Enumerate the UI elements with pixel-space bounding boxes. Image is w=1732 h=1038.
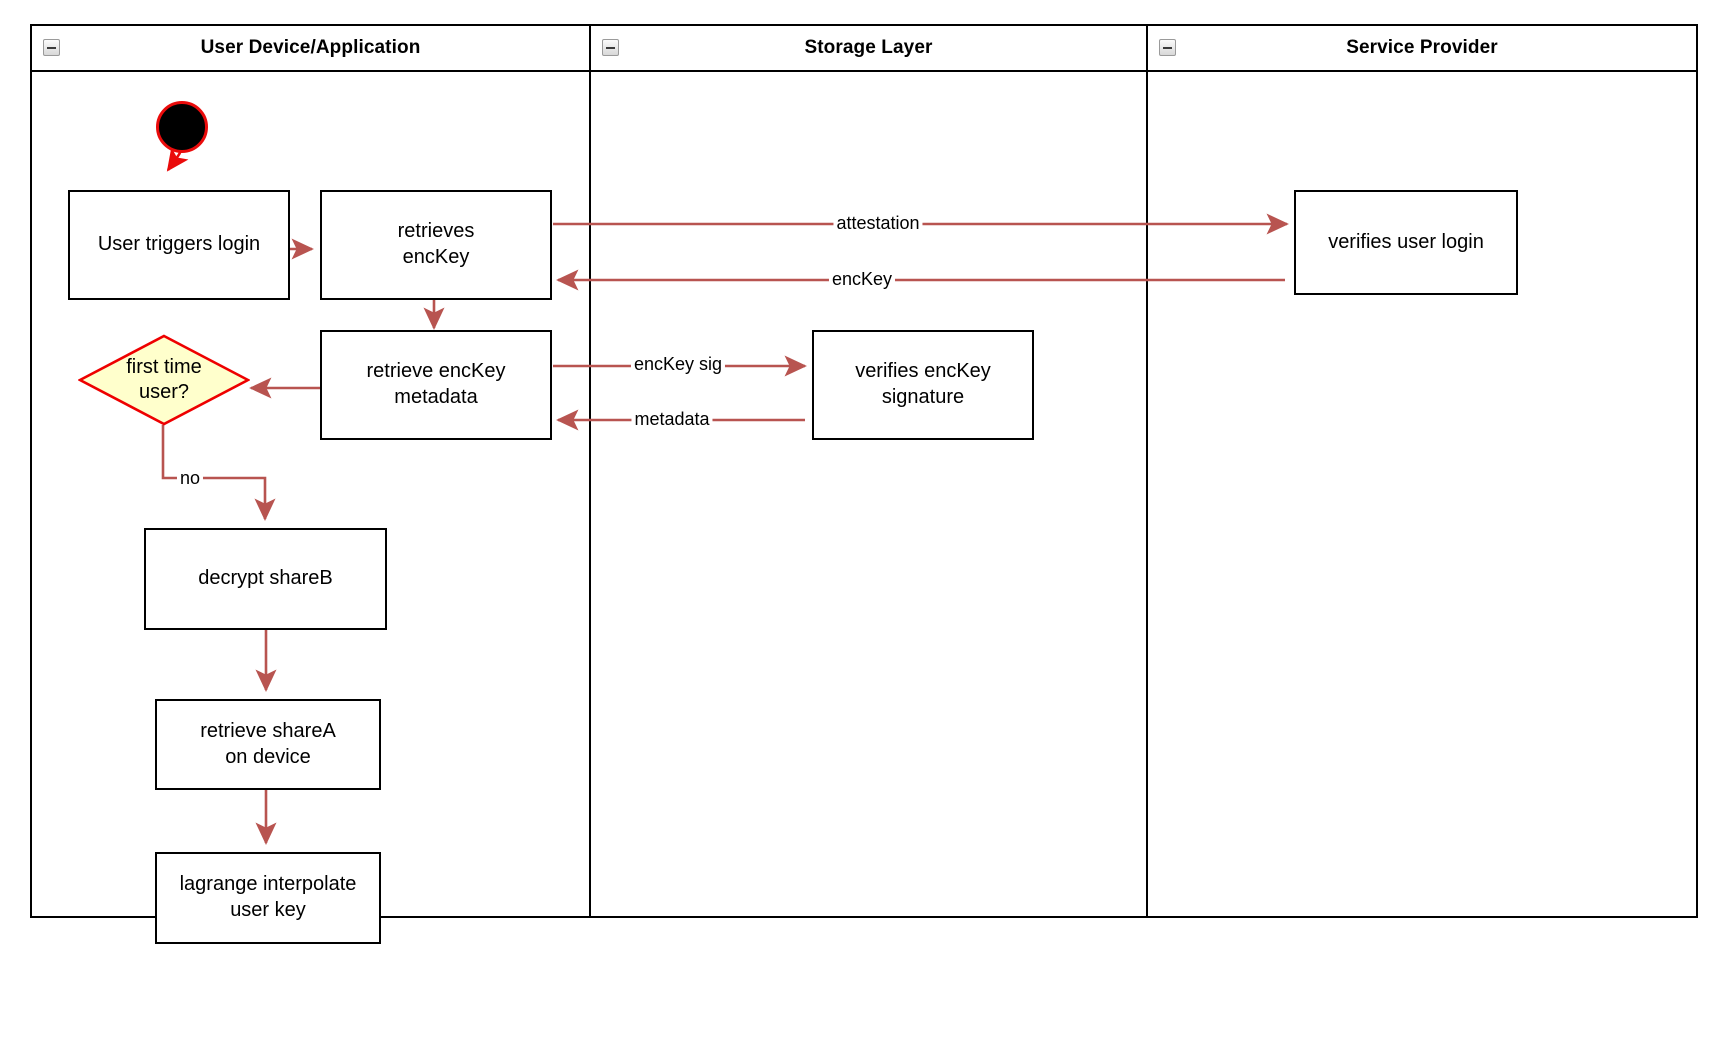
- edge-label-enckey-sig: encKey sig: [630, 355, 726, 373]
- swimlane-title-service-provider: Service Provider: [1346, 37, 1498, 58]
- node-verifies-enckey-signature[interactable]: verifies encKey signature: [812, 330, 1034, 440]
- edge-label-no: no: [176, 469, 204, 487]
- node-decrypt-shareb[interactable]: decrypt shareB: [144, 528, 387, 630]
- swimlane-header-user-device[interactable]: User Device/Application: [32, 26, 589, 72]
- minus-square-icon[interactable]: [43, 39, 60, 56]
- minus-square-icon[interactable]: [602, 39, 619, 56]
- node-user-triggers-login[interactable]: User triggers login: [68, 190, 290, 300]
- swimlane-service-provider[interactable]: Service Provider: [1146, 26, 1696, 916]
- node-verifies-user-login[interactable]: verifies user login: [1294, 190, 1518, 295]
- node-first-time-user[interactable]: first time user?: [78, 334, 250, 426]
- edge-label-metadata: metadata: [631, 410, 713, 428]
- edge-label-enckey: encKey: [828, 270, 896, 288]
- edge-label-attestation: attestation: [833, 214, 923, 232]
- swimlane-header-storage[interactable]: Storage Layer: [591, 26, 1146, 72]
- start-node[interactable]: [156, 101, 208, 153]
- swimlane-storage[interactable]: Storage Layer: [589, 26, 1146, 916]
- node-lagrange-interpolate-user-key[interactable]: lagrange interpolate user key: [155, 852, 381, 944]
- node-retrieve-enckey-metadata[interactable]: retrieve encKey metadata: [320, 330, 552, 440]
- minus-square-icon[interactable]: [1159, 39, 1176, 56]
- node-retrieves-enckey[interactable]: retrieves encKey: [320, 190, 552, 300]
- node-first-time-user-label: first time user?: [126, 356, 202, 403]
- swimlane-title-user-device: User Device/Application: [200, 37, 421, 58]
- decision-diamond-shape: [78, 334, 250, 426]
- swimlane-user-device[interactable]: User Device/Application: [32, 26, 589, 916]
- swimlane-title-storage: Storage Layer: [804, 37, 933, 58]
- node-retrieve-sharea-on-device[interactable]: retrieve shareA on device: [155, 699, 381, 790]
- swimlane-header-service-provider[interactable]: Service Provider: [1148, 26, 1696, 72]
